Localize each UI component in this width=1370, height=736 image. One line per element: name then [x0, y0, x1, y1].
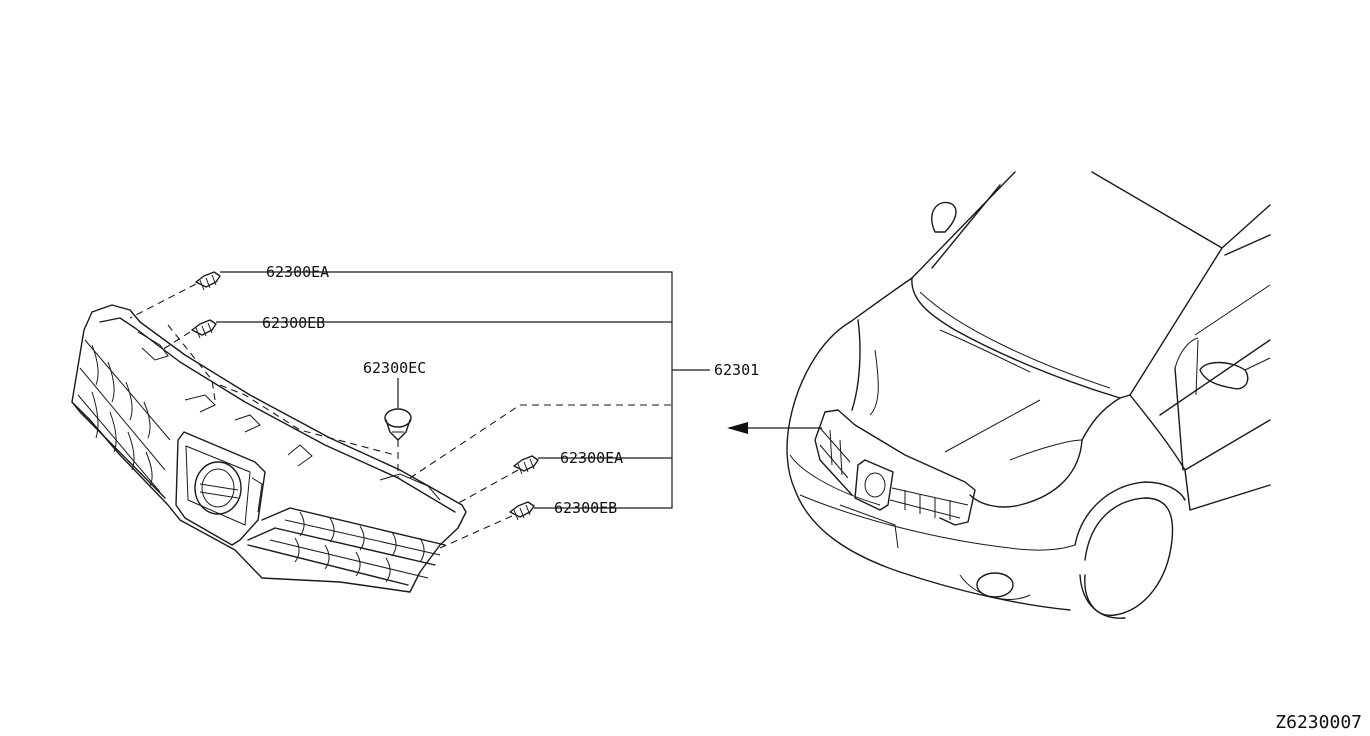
clip-62300ea-upper-icon	[195, 271, 221, 291]
clip-62300eb-upper-icon	[191, 319, 217, 339]
location-arrow-icon	[727, 422, 822, 434]
clip-62300ea-lower-icon	[513, 455, 539, 475]
label-62300eb-lower: 62300EB	[554, 499, 617, 517]
leader-lines	[216, 271, 710, 509]
front-grille-assembly	[71, 304, 467, 593]
label-62300ea-lower: 62300EA	[560, 449, 623, 467]
clip-62300ec-icon	[384, 408, 412, 441]
label-62301: 62301	[714, 361, 759, 379]
clip-62300eb-lower-icon	[509, 501, 535, 521]
vehicle-front-view	[786, 171, 1271, 619]
label-62300ec: 62300EC	[363, 359, 426, 377]
figure-id: Z6230007	[1275, 712, 1362, 733]
emblem-icon	[194, 461, 242, 515]
label-62300ea-upper: 62300EA	[266, 263, 329, 281]
label-62300eb-upper: 62300EB	[262, 314, 325, 332]
assembly-dash-lines	[129, 283, 672, 549]
